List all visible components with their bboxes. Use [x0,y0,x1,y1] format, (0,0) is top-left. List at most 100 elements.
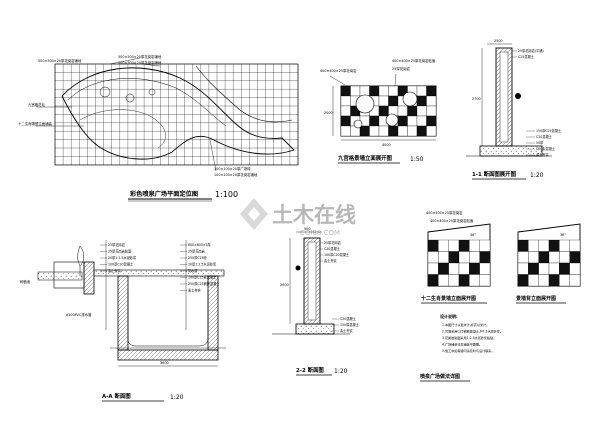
zodiac-title: 十二生肖景墙立面展开图 [421,295,476,302]
section-note: 600×600×5厚 [188,242,212,247]
plan-title: 彩色喷泉广场平面定位图 [129,190,198,198]
section-note: 25厚花岗岩贴面 [108,249,131,254]
note-line: 1.本图尺寸以毫米计,标高以米计。 [442,322,489,327]
wall-tile [359,85,370,97]
section-note: 素土夯实 [108,268,121,273]
wall-tile [548,239,560,252]
section-note: 50厚 [536,140,544,145]
jiugong-wall-elevation: 400×400×25厚花岗岩 400×400×25厚花岗岩贴面 25厚花岗岩 4… [320,58,437,164]
plan-scale: 1:100 [215,190,238,199]
section-note: 100厚C20混凝土 [108,262,134,267]
section-1-1: 2500 2700 25厚花岗岩(平铺)C25混凝土150厚C25混凝土C20混… [466,39,562,180]
section-a-a: 3600 25厚花岗岩25厚花岗岩贴面20厚1:2.5水泥砂浆100厚C20混凝… [20,240,226,402]
notes-heading: 设计说明: [440,313,458,319]
wall-tiles [517,239,581,287]
lamp-fixture [515,93,521,99]
fountain-wall-elevation: 36° 景墙背立面展开图 [516,223,581,304]
section-note: 25厚花岗岩 [324,240,342,245]
section-note: C25混凝土 [518,54,535,59]
wall-tile [479,262,491,275]
wall-tile [469,274,480,287]
leader-line [141,63,161,67]
plan-dim-label: 500×500×20厚花岗岩铺地 [38,58,82,63]
wall-tile [426,85,437,97]
plan-view: 500×500×20厚花岗岩铺地 500×500×20厚花岗岩铺地 500×50… [18,54,299,202]
note-line: 4.广场铺装详见铺装平面图。 [442,342,482,347]
wall-tile [469,239,480,252]
wall-tile [528,262,539,275]
section-note: 素土夯实 [324,258,337,263]
wall-tile [426,115,437,127]
section-note: 250厚C25砼 [188,255,208,260]
wall-tile [340,125,351,137]
note-line: 5.施工中如有疑问请及时与设计联系。 [442,348,494,353]
section-note: 25厚花岗岩(平铺) [518,48,544,53]
section-note: 素土夯实 [188,288,201,293]
wall-tile [458,274,470,287]
plan-note: 100×100×20厚花岗岩铺地 [214,172,258,177]
wall-tile [528,239,539,252]
wall-note: 400×400×25厚花岗岩贴面 [392,58,436,63]
section-note: 25厚花岗岩 [188,249,206,254]
wall-tile [416,95,427,107]
wall-tile [369,125,380,137]
section-a-a-scale: 1:20 [170,394,184,401]
jiugong-scale: 1:50 [410,156,424,163]
wall-tile [378,105,389,117]
section-note: 25厚花岗岩 [108,242,126,247]
wall-tile [397,115,408,127]
wall-tile [340,85,351,97]
wall-angle: 36° [560,233,566,237]
section-dim: 2500 [494,39,503,43]
wall-tile [416,105,427,117]
path-edge [195,65,293,123]
wall-tile [548,251,560,264]
section-note: 250厚C25钢筋混凝土 [188,281,220,286]
plan-dim-label: 500×500×20厚花岗岩铺地 [118,60,162,65]
wall-tile [416,115,427,127]
leader-line [209,139,217,172]
wall-tile [559,239,570,252]
wall-tile [448,239,460,252]
wall-note: 400×400×25厚花岗岩贴面 [430,218,474,223]
wall-tile [369,115,380,127]
fountain-detail-title: 喷泉广场做法详图 [420,373,460,380]
section-1-1-scale: 1:20 [530,172,544,179]
section-note: 150厚C25混凝土 [536,128,562,133]
watermark-logo [240,198,268,230]
wall-tile [407,125,418,137]
plaza-inner-edge [67,78,227,127]
fountain-wall-title: 景墙背立面展开图 [516,295,556,302]
section-note: 150厚混凝土 [340,322,360,327]
wall-tile [538,262,550,275]
section-1-1-title: 1-1 断面图展开图 [472,170,517,178]
section-dim: 3600 [160,361,169,365]
watermark-url: COI88.COM [300,229,340,237]
wall-note: 400×400×25厚花岗岩 [320,68,357,73]
wall-tile [427,274,439,287]
wall-tile [416,85,427,97]
pool-wall [117,275,129,351]
wall-tile [359,125,370,137]
wall-tile [559,262,570,275]
wall-tile [528,251,539,264]
wall-tile [388,95,399,107]
foundation [479,145,543,157]
plaza-outline [61,67,295,160]
wall-tile [528,274,539,287]
wall-tile [427,251,439,264]
section-notes: 600×600×5厚25厚花岗岩250厚C25砼20厚1:2.5水泥砂浆防水层1… [180,242,220,293]
wall-tile [458,239,470,252]
note-line: 3.花岗岩贴面采用1:2.5水泥砂浆粘贴。 [442,335,496,340]
watermark-brand: 土木在线 [272,203,356,227]
section-note: C20混凝土 [324,246,341,251]
section-2-2-title: 2-2 断面图 [296,366,324,374]
wall-core [499,51,509,143]
wall-tile [426,125,437,137]
wall-tile [569,251,581,264]
section-side-note: 种植池 [20,279,31,284]
wall-note: 400×400×25厚花岗岩 [426,210,463,215]
plan-dim-label: 500×500×20厚花岗岩铺地 [118,54,162,59]
